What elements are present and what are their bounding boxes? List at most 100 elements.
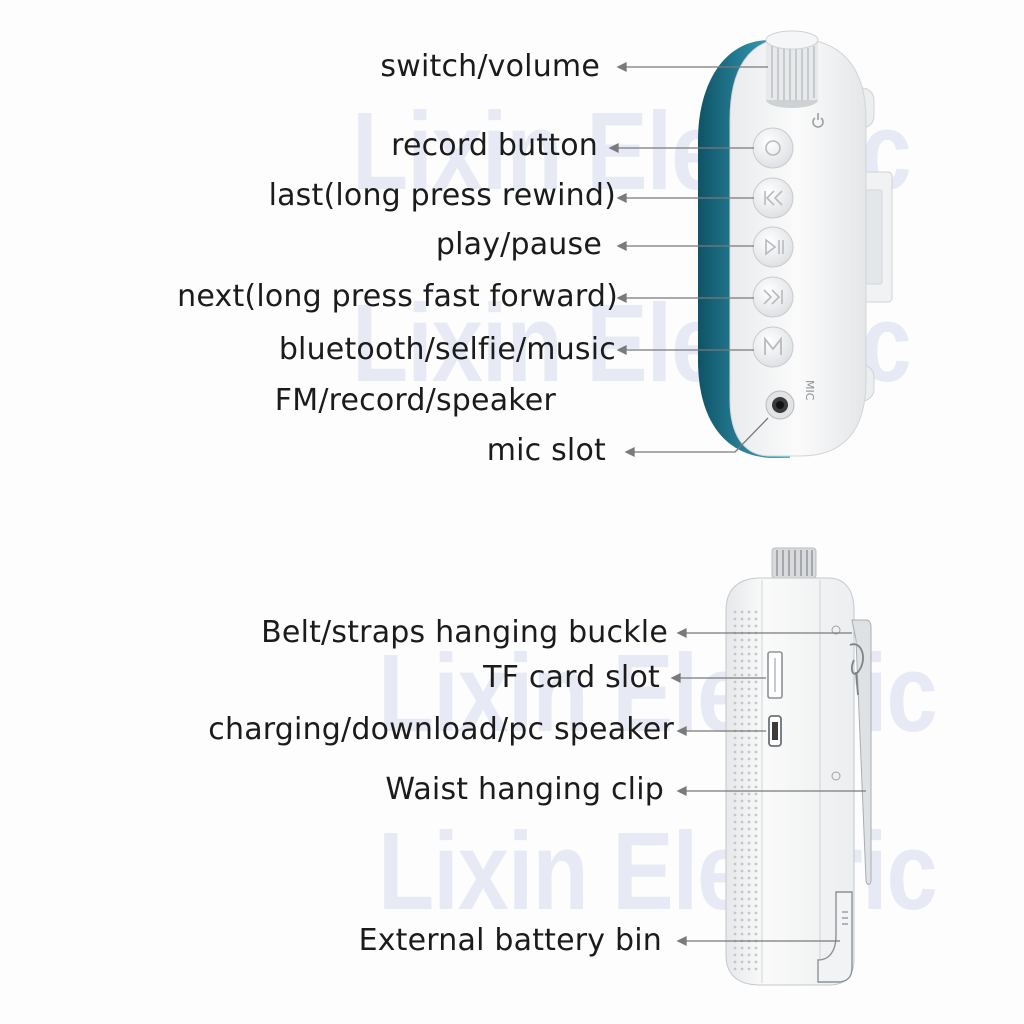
grille-dot (740, 848, 744, 852)
grille-dot (740, 673, 744, 677)
rewind-icon (764, 190, 783, 206)
grille-dot (740, 883, 744, 887)
mic-jack[interactable] (765, 390, 795, 420)
last-button[interactable] (752, 177, 794, 219)
grille-dot (747, 918, 751, 922)
grille-dot (754, 904, 758, 908)
front-leader-lines (608, 61, 769, 458)
grille-dot (740, 645, 744, 649)
grille-dot (740, 750, 744, 754)
grille-dot (747, 862, 751, 866)
grille-dot (747, 946, 751, 950)
grille-dot (733, 855, 737, 859)
grille-dot (747, 638, 751, 642)
grille-dot (733, 806, 737, 810)
grille-dot (733, 820, 737, 824)
grille-dot (747, 757, 751, 761)
grille-dot (740, 890, 744, 894)
grille-dot (754, 813, 758, 817)
fast-forward-icon (763, 289, 783, 305)
grille-dot (747, 645, 751, 649)
side-device (725, 547, 872, 986)
label-mic-slot: mic slot (486, 433, 606, 468)
grille-dot (747, 792, 751, 796)
mode-button[interactable] (752, 326, 794, 368)
label-belt-buckle: Belt/straps hanging buckle (261, 615, 668, 650)
grille-dot (733, 617, 737, 621)
grille-dot (747, 701, 751, 705)
mode-m-icon (764, 336, 782, 355)
grille-dot (733, 883, 737, 887)
grille-dot (733, 813, 737, 817)
grille-dot (754, 841, 758, 845)
belt-buckle[interactable] (849, 643, 864, 696)
grille-dot (740, 617, 744, 621)
grille-dot (733, 827, 737, 831)
grille-dot (740, 687, 744, 691)
grille-dot (733, 659, 737, 663)
grille-dot (733, 680, 737, 684)
grille-dot (754, 960, 758, 964)
grille-dot (747, 743, 751, 747)
grille-dot (740, 869, 744, 873)
grille-dot (740, 960, 744, 964)
grille-dot (754, 652, 758, 656)
grille-dot (733, 673, 737, 677)
grille-dot (740, 827, 744, 831)
grille-dot (740, 757, 744, 761)
grille-dot (733, 722, 737, 726)
grille-dot (754, 610, 758, 614)
grille-dot (740, 841, 744, 845)
grille-dot (740, 624, 744, 628)
grille-dot (754, 876, 758, 880)
record-button[interactable] (752, 127, 794, 169)
side-body (725, 577, 855, 986)
label-last: last(long press rewind) (268, 178, 616, 213)
grille-dot (733, 897, 737, 901)
label-charging: charging/download/pc speaker (208, 712, 674, 747)
grille-dot (747, 617, 751, 621)
grille-dot (740, 904, 744, 908)
next-button[interactable] (752, 276, 794, 318)
grille-dot (733, 953, 737, 957)
label-next: next(long press fast forward) (177, 279, 618, 314)
grille-dot (754, 967, 758, 971)
grille-dot (747, 911, 751, 915)
grille-dot (747, 722, 751, 726)
grille-dot (733, 645, 737, 649)
grille-dot (754, 687, 758, 691)
grille-dot (740, 715, 744, 719)
battery-bin[interactable] (817, 891, 853, 983)
record-icon (765, 140, 781, 156)
grille-dot (740, 897, 744, 901)
play-pause-button[interactable] (752, 226, 794, 268)
grille-dot (754, 771, 758, 775)
grille-dot (740, 785, 744, 789)
label-waist-clip: Waist hanging clip (385, 772, 664, 807)
grille-dot (747, 904, 751, 908)
mic-mark: MIC (803, 380, 816, 401)
volume-knob (765, 30, 819, 108)
grille-dot (740, 764, 744, 768)
grille-dot (754, 925, 758, 929)
grille-dot (747, 869, 751, 873)
side-volume-knob (771, 547, 817, 579)
grille-dot (747, 953, 751, 957)
grille-dot (754, 883, 758, 887)
grille-dot (754, 708, 758, 712)
grille-dot (740, 722, 744, 726)
grille-dot (754, 638, 758, 642)
waist-clip[interactable] (851, 619, 872, 885)
grille-dot (747, 666, 751, 670)
grille-dot (740, 932, 744, 936)
grille-dot (733, 624, 737, 628)
screw-hole-top (831, 625, 841, 635)
grille-dot (754, 680, 758, 684)
grille-dot (740, 666, 744, 670)
grille-dot (733, 792, 737, 796)
grille-dot (754, 736, 758, 740)
grille-dot (740, 638, 744, 642)
grille-dot (747, 806, 751, 810)
grille-dot (754, 722, 758, 726)
grille-dot (740, 708, 744, 712)
